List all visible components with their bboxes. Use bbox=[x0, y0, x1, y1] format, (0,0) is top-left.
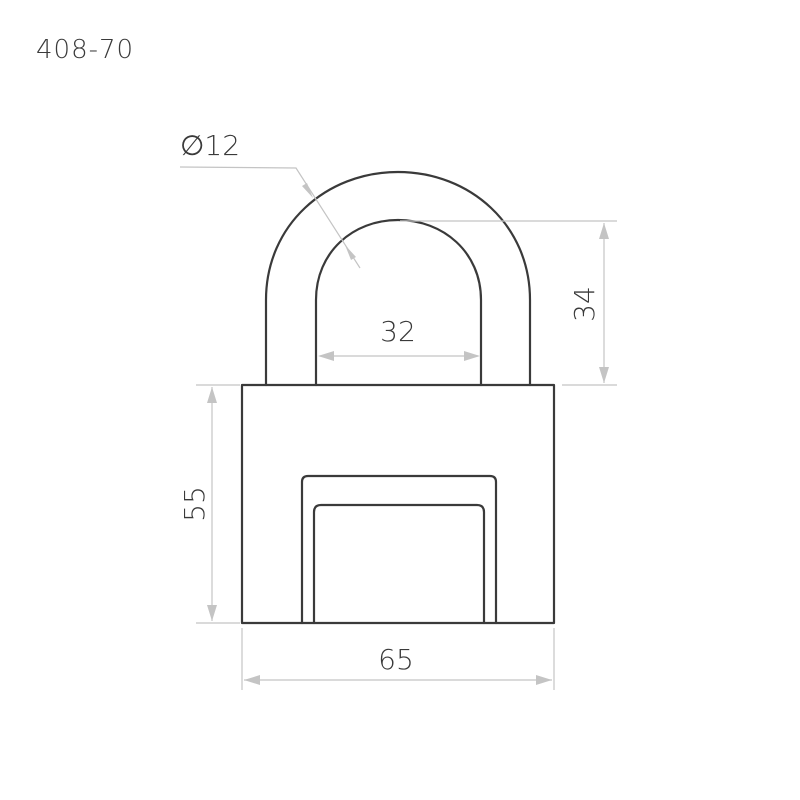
body-height-arrow-top bbox=[207, 387, 217, 403]
shackle-height-label: 34 bbox=[568, 286, 601, 322]
shackle-outer-arc bbox=[264, 170, 532, 387]
shackle-height-arrow-bottom bbox=[599, 367, 609, 383]
body-width-dimension: 65 bbox=[241, 628, 555, 690]
shackle-height-dimension: 34 bbox=[400, 220, 617, 386]
body-recess-outer bbox=[300, 474, 498, 625]
diameter-arrow-inner bbox=[345, 245, 356, 260]
body-width-arrow-right bbox=[536, 675, 552, 685]
inner-width-label: 32 bbox=[380, 315, 416, 348]
body-height-arrow-bottom bbox=[207, 605, 217, 621]
diameter-dimension: ∅12 bbox=[179, 129, 361, 269]
model-number: 408-70 bbox=[36, 35, 134, 65]
diameter-label: ∅12 bbox=[180, 129, 240, 162]
inner-width-arrow-left bbox=[318, 351, 334, 361]
body-width-label: 65 bbox=[378, 643, 414, 676]
diameter-arrow-outer bbox=[302, 183, 313, 198]
body-width-arrow-left bbox=[244, 675, 260, 685]
inner-width-dimension: 32 bbox=[318, 315, 480, 361]
lock-body bbox=[240, 383, 556, 625]
body-height-dimension: 55 bbox=[178, 384, 240, 624]
inner-width-arrow-right bbox=[464, 351, 480, 361]
diameter-leader-line bbox=[179, 166, 361, 269]
body-height-label: 55 bbox=[178, 486, 211, 522]
body-outline bbox=[240, 383, 556, 625]
shackle bbox=[264, 170, 532, 387]
body-recess-inner bbox=[312, 503, 486, 625]
shackle-height-arrow-top bbox=[599, 223, 609, 239]
shackle-inner-arc bbox=[314, 218, 483, 387]
